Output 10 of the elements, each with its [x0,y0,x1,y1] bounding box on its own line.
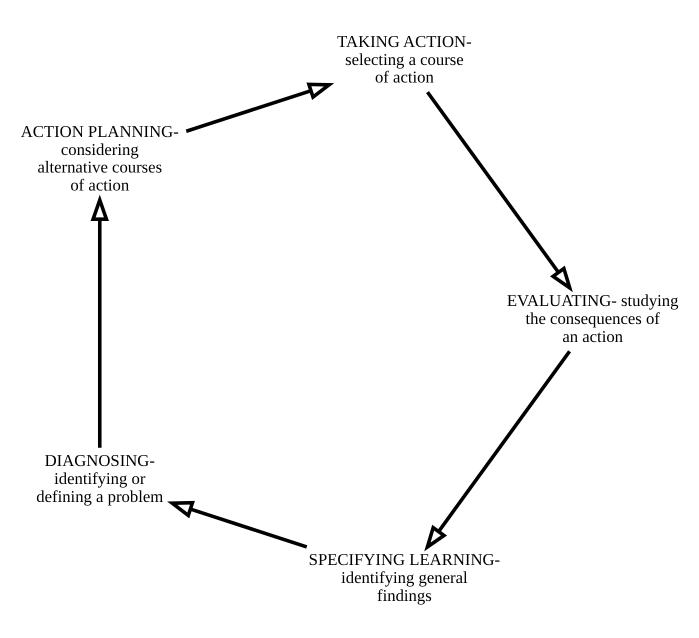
node-text: TAKING ACTION- selecting a course of action [337,31,472,86]
arrow [426,90,573,292]
node-text: EVALUATING- studying the consequences of an action [506,290,679,346]
arrow [186,82,334,132]
arrow [424,350,572,551]
node-text: DIAGNOSING- identifying or defining a problem [36,450,164,506]
arrow [90,194,109,448]
node-text: SPECIFYING LEARNING- identifying general findings [308,550,500,604]
arrow [167,500,308,548]
node-text: ACTION PLANNING- considering alternative courses of action [20,121,179,194]
